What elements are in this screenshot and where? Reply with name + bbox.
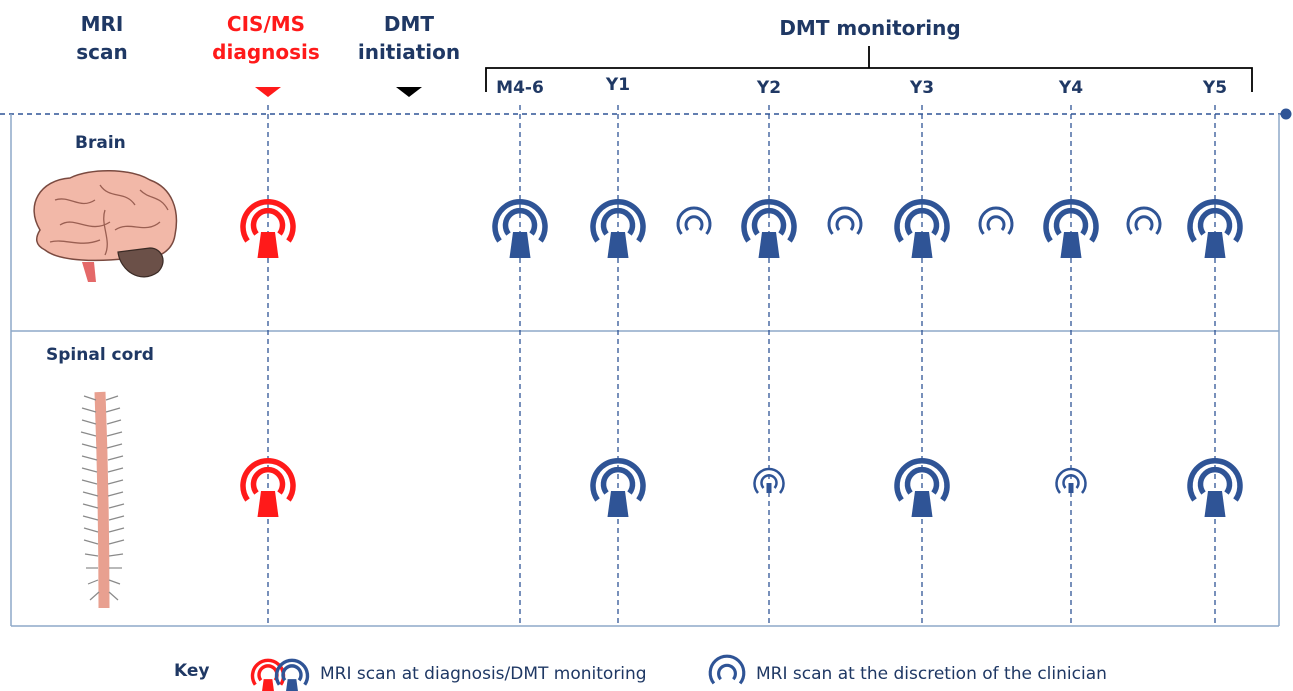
brain-y1-mri-icon <box>593 202 643 258</box>
header-mri-scan: MRI scan <box>76 12 128 64</box>
spinal-y1-mri-icon <box>593 461 643 517</box>
brain-y4-mri-icon <box>1046 202 1096 258</box>
header-dmt-monitoring: DMT monitoring <box>779 16 961 40</box>
timepoint-label-y3: Y3 <box>909 78 935 98</box>
timepoint-label-y2: Y2 <box>756 78 782 98</box>
brain-diagnosis-mri-icon <box>243 202 293 258</box>
spinal-diagnosis-mri-icon <box>243 461 293 517</box>
time-gridlines <box>267 105 1216 626</box>
brain-y2-mri-icon <box>744 202 794 258</box>
key-discretionary-label: MRI scan at the discretion of the clinic… <box>756 664 1107 684</box>
header-dmt-initiation: DMT initiation <box>357 12 461 64</box>
brain-y5-mri-icon <box>1190 202 1240 258</box>
row-label-spinal-cord: Spinal cord <box>46 345 154 365</box>
timeline-end-dot <box>1280 108 1292 120</box>
header-diagnosis: CIS/MS diagnosis <box>212 12 320 64</box>
row-label-brain: Brain <box>75 133 126 153</box>
key-scheduled-icon <box>250 658 310 691</box>
key-title: Key <box>174 661 210 681</box>
timepoint-label-m4-6: M4-6 <box>496 78 544 98</box>
timepoint-label-y5: Y5 <box>1202 78 1228 98</box>
brain-discretionary-y3-y4-mri-icon <box>978 206 1014 236</box>
diagnosis-marker <box>255 87 281 97</box>
spinal-y4-discretionary-mri-icon <box>1055 467 1087 495</box>
brain-illustration <box>33 170 178 282</box>
brain-discretionary-y4-y5-mri-icon <box>1126 206 1162 236</box>
timepoint-label-y4: Y4 <box>1058 78 1084 98</box>
spinal-y2-discretionary-mri-icon <box>753 467 785 495</box>
spinal-y5-mri-icon <box>1190 461 1240 517</box>
frame <box>0 108 1292 627</box>
spinal-cord-illustration <box>80 391 125 609</box>
timepoint-label-y1: Y1 <box>605 75 631 95</box>
spinal-y3-mri-icon <box>897 461 947 517</box>
brain-m4-6-mri-icon <box>495 202 545 258</box>
key-discretionary-icon <box>708 654 746 686</box>
brain-discretionary-y2-y3-mri-icon <box>827 206 863 236</box>
brain-y3-mri-icon <box>897 202 947 258</box>
dmt-monitoring-bracket <box>485 46 1253 92</box>
dmt-initiation-marker <box>396 87 422 97</box>
key-scheduled-label: MRI scan at diagnosis/DMT monitoring <box>320 664 647 684</box>
brain-discretionary-y1-y2-mri-icon <box>676 206 712 236</box>
